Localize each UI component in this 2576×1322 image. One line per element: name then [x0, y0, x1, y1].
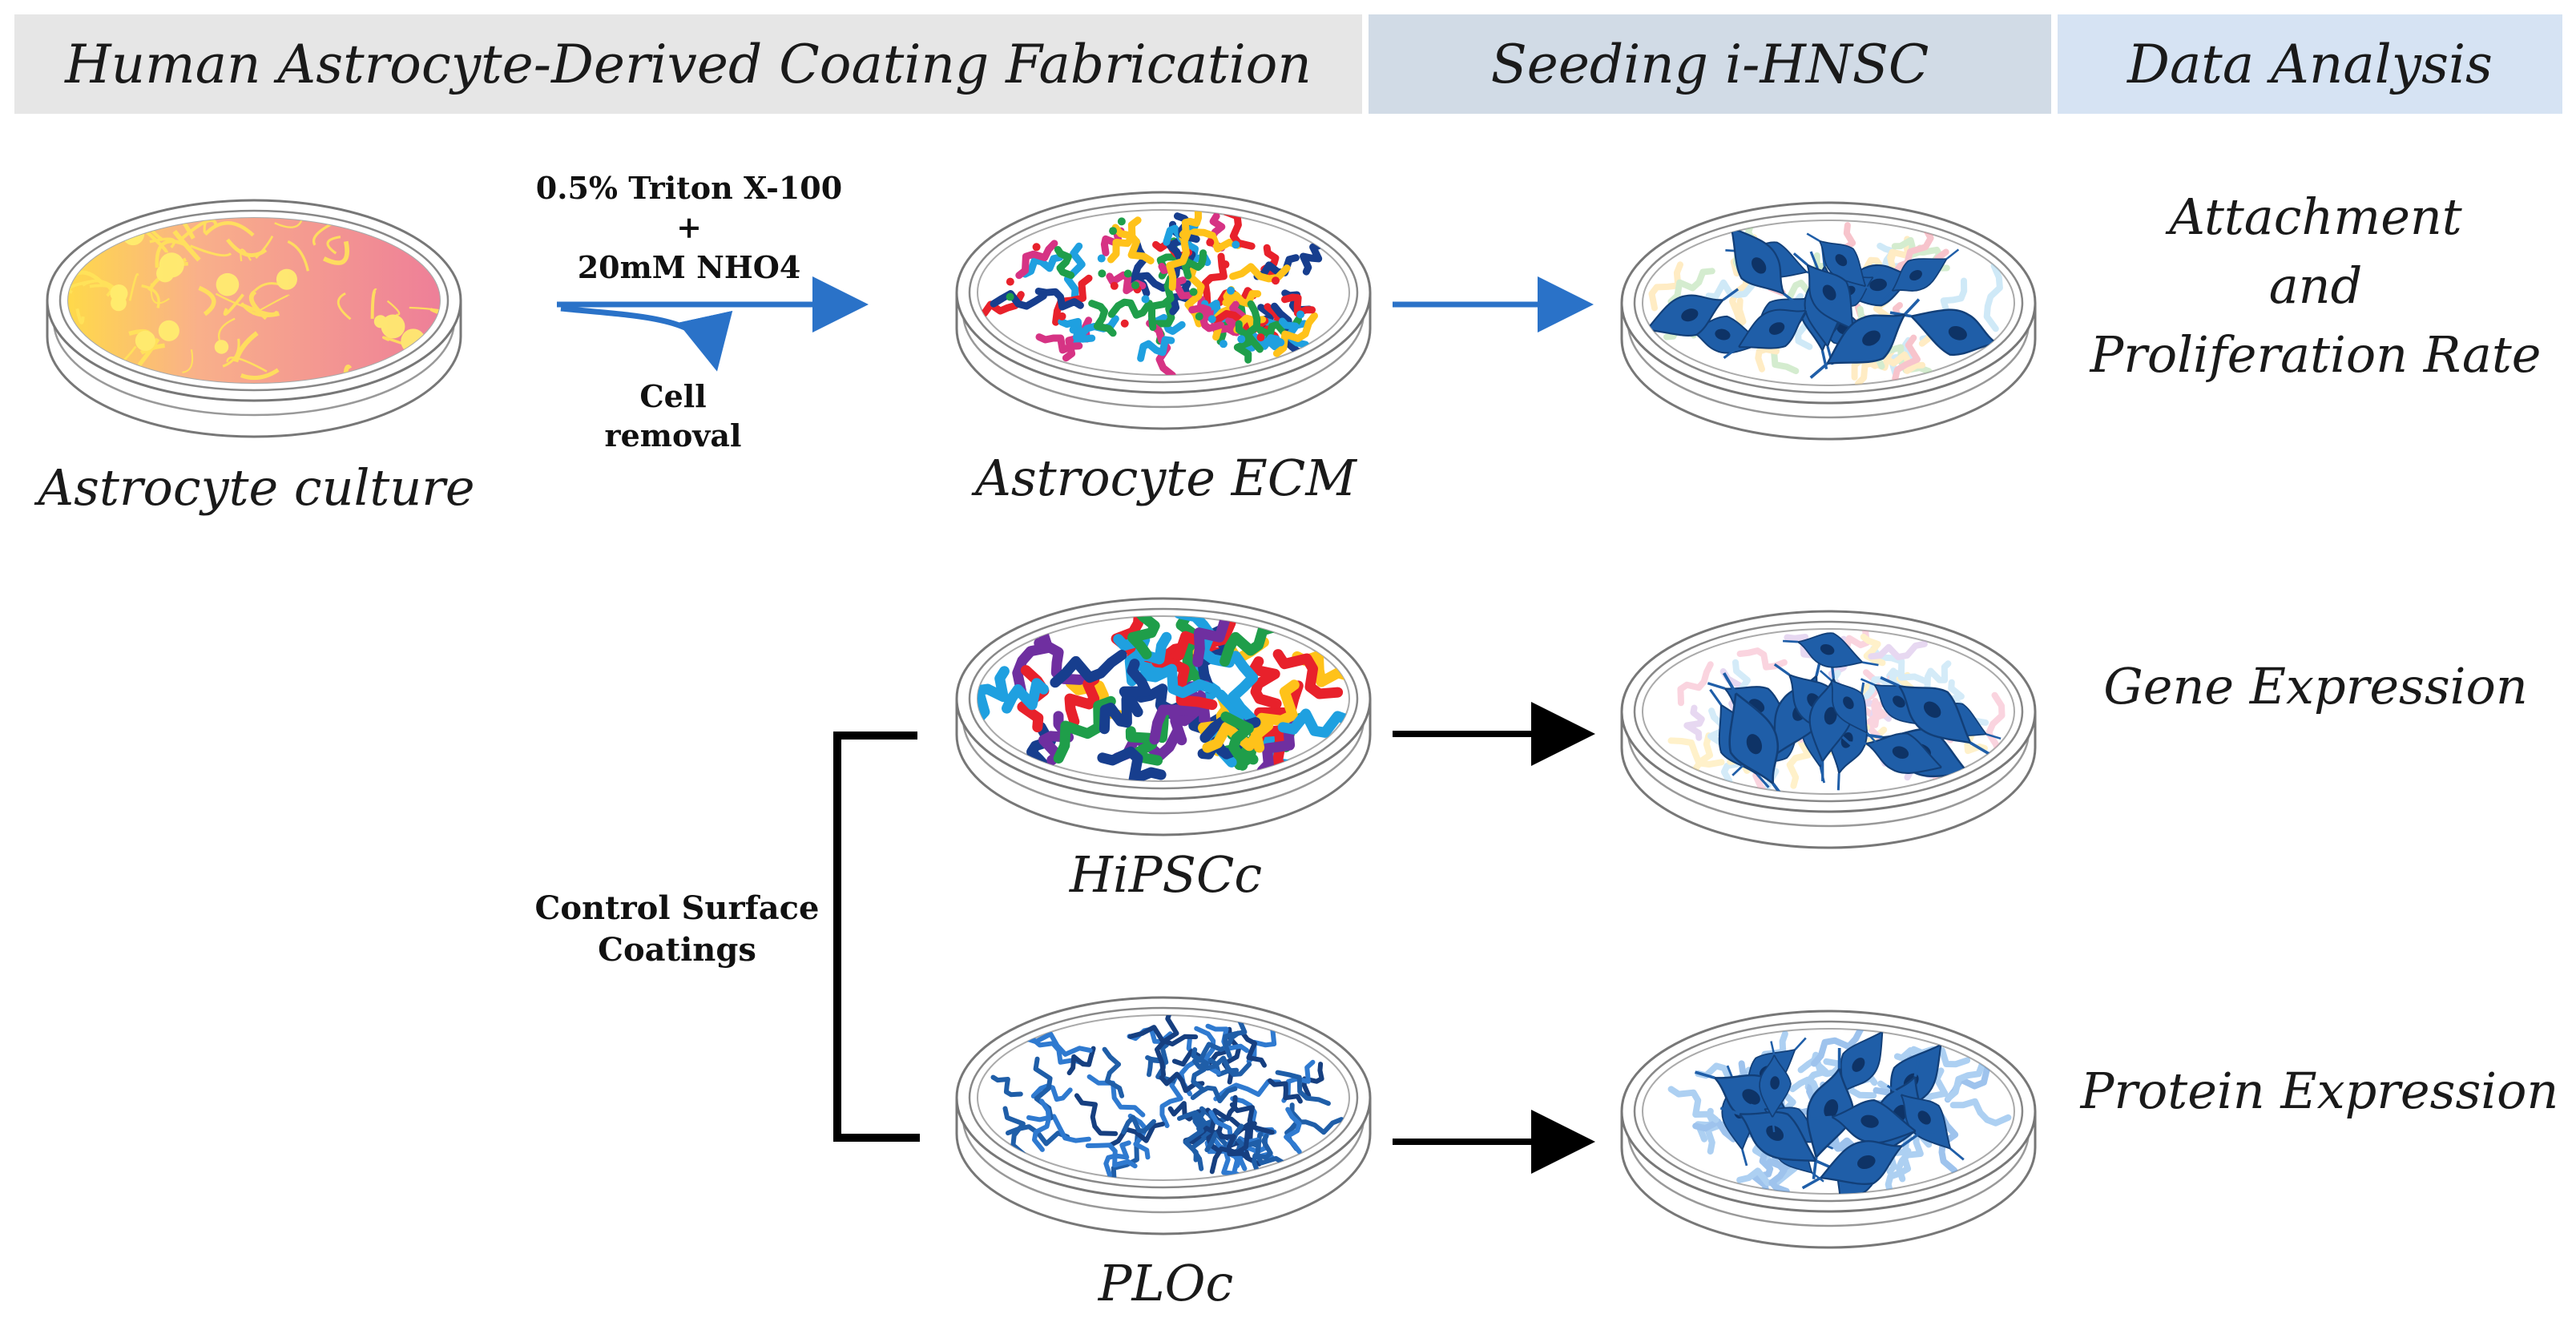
header-seeding-text: Seeding i-HNSC	[1490, 33, 1929, 95]
analysis-protein: Protein Expression	[2080, 1062, 2559, 1120]
control-label: Control Surface Coatings	[529, 888, 825, 971]
treatment-arrow	[557, 276, 869, 372]
treatment-label: 0.5% Triton X-100 + 20mM NHO4	[529, 168, 849, 287]
analysis-attach-line3: Proliferation Rate	[2090, 325, 2542, 384]
label-hipscc: HiPSCc	[1069, 845, 1263, 904]
treatment-line3: 20mM NHO4	[577, 248, 801, 285]
label-astrocyte-culture: Astrocyte culture	[38, 458, 475, 517]
label-ploc: PLOc	[1098, 1254, 1234, 1312]
header-fabrication-text: Human Astrocyte-Derived Coating Fabricat…	[65, 33, 1312, 95]
cell-removal-line2: removal	[604, 417, 742, 454]
cell-removal-label: Cell removal	[577, 377, 769, 456]
control-line2: Coatings	[598, 931, 756, 969]
analysis-attach-line1: Attachment	[2169, 187, 2462, 246]
header-analysis-text: Data Analysis	[2127, 33, 2493, 95]
cell-removal-line1: Cell	[639, 378, 707, 414]
analysis-attach-line2: and	[2268, 256, 2363, 315]
header-analysis: Data Analysis	[2058, 14, 2562, 114]
treatment-line1: 0.5% Triton X-100	[535, 170, 843, 206]
control-bracket	[833, 732, 920, 1142]
analysis-gene: Gene Expression	[2103, 657, 2528, 715]
label-astrocyte-ecm: Astrocyte ECM	[975, 449, 1357, 507]
header-seeding: Seeding i-HNSC	[1369, 14, 2051, 114]
analysis-attachment: Attachment and Proliferation Rate	[2067, 183, 2564, 389]
control-line1: Control Surface	[534, 889, 820, 927]
header-fabrication: Human Astrocyte-Derived Coating Fabricat…	[14, 14, 1362, 114]
treatment-line2: +	[676, 209, 702, 246]
